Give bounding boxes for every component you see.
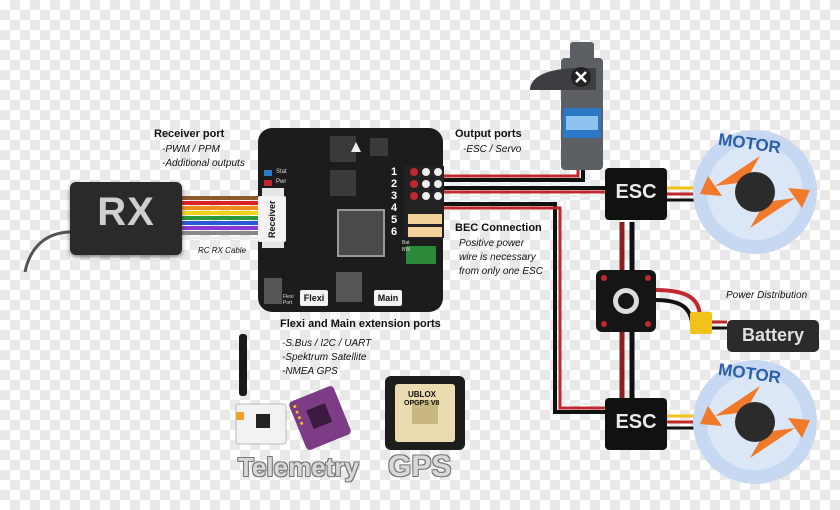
esc-bottom-label: ESC (615, 411, 657, 433)
port-3: 3 (391, 190, 398, 202)
motor-bottom (693, 360, 817, 484)
port-2: 2 (391, 178, 398, 190)
port-4: 4 (391, 202, 398, 214)
esc-bottom: ESC (605, 398, 667, 450)
led-stat-label: Stat (276, 169, 287, 175)
motor-top (693, 130, 817, 254)
extension-ports-title: Flexi and Main extension ports (280, 318, 441, 330)
bec-line2: wire is necessary (459, 252, 536, 263)
esc1-wires (440, 186, 605, 197)
bec-title: BEC Connection (455, 222, 542, 234)
output-ports-title: Output ports (455, 128, 522, 140)
power-wires (619, 222, 727, 398)
gps-module (385, 376, 465, 450)
bat-small-label: Bat (402, 240, 410, 246)
power-distribution-board (596, 270, 656, 332)
esc2-wires (440, 199, 605, 414)
receiver-port-line1: -PWM / PPM (162, 144, 220, 155)
rx-antenna (23, 230, 73, 273)
telemetry-purple-board (289, 386, 351, 450)
extension-line3: -NMEA GPS (282, 366, 338, 377)
gps-chip-line2: OPGPS V8 (404, 400, 440, 407)
bec-line3: from only one ESC (459, 266, 543, 277)
esc-top-label: ESC (615, 181, 657, 203)
bw-small-label: BW (402, 247, 411, 253)
main-port-label: Main (374, 290, 402, 306)
esc-top: ESC (605, 168, 667, 220)
battery: Battery (727, 320, 819, 352)
bec-line1: Positive power (459, 238, 525, 249)
output-ports-line: -ESC / Servo (463, 144, 522, 155)
rx-label: RX (97, 190, 155, 234)
extension-line1: -S.Bus / I2C / UART (282, 338, 372, 349)
gps-chip-line1: UBLOX (408, 390, 436, 399)
battery-label: Battery (741, 325, 805, 345)
servo (530, 42, 603, 170)
receiver-port-title: Receiver port (154, 128, 225, 140)
gps-label: GPS (388, 450, 452, 483)
port-6: 6 (391, 226, 398, 238)
rc-cable-label: RC RX Cable (198, 246, 247, 255)
port-5: 5 (391, 214, 398, 226)
port-1: 1 (391, 166, 398, 178)
receiver-connector-label: Receiver (258, 196, 286, 242)
telemetry-label: Telemetry (238, 452, 359, 482)
power-distribution-label: Power Distribution (726, 290, 808, 301)
rc-rx-cable (182, 196, 262, 240)
led-pwr-label: Pwr (276, 179, 287, 185)
extension-line2: -Spektrum Satellite (282, 352, 367, 363)
flexi-port-small-label: Flexi Port (283, 294, 294, 306)
flexi-port-label: Flexi (300, 290, 328, 306)
rx-receiver: RX (70, 182, 182, 255)
receiver-port-line2: -Additional outputs (162, 158, 245, 169)
telemetry-radio (235, 334, 287, 445)
